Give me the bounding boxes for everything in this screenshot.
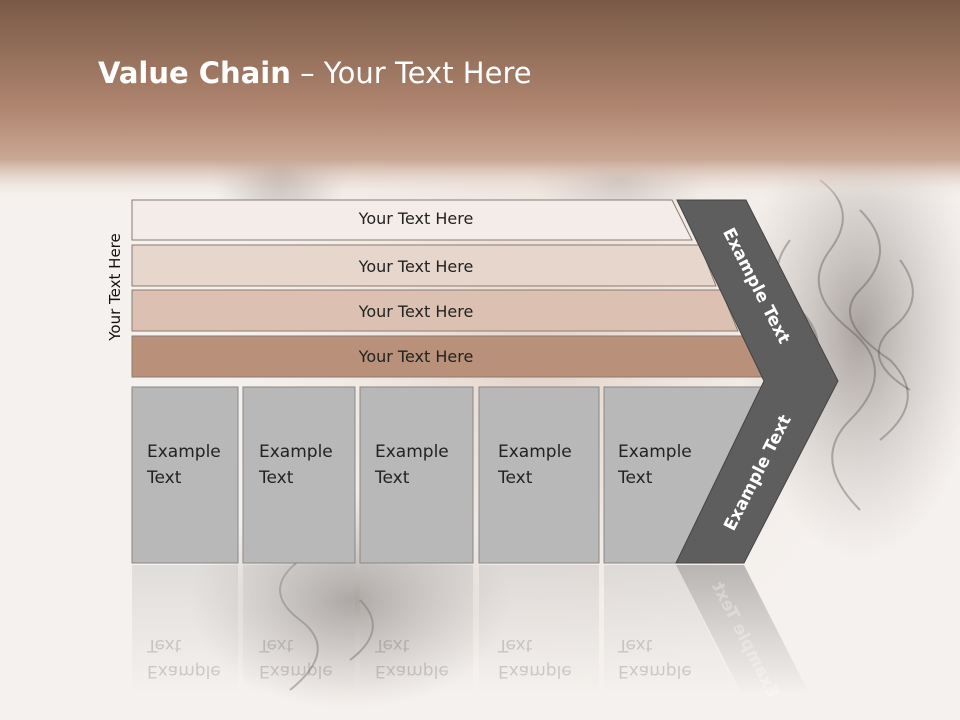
band-4-label: Your Text Here — [358, 347, 474, 366]
reflection-cell-5 — [604, 565, 740, 695]
reflection-cell-1 — [132, 565, 238, 695]
band-3-label: Your Text Here — [358, 302, 474, 321]
cell-5-reflection-line-1: Example — [618, 661, 692, 681]
reflection-cell-2 — [243, 565, 355, 695]
reflection-cell-4 — [479, 565, 599, 695]
cell-3-reflection-label: Example Text — [375, 632, 449, 684]
cell-5-reflection-line-2: Text — [618, 635, 653, 655]
title-rest: – Your Text Here — [290, 56, 532, 90]
band-3 — [131, 289, 739, 332]
cell-2-line-2: Text — [259, 468, 294, 488]
cell-1-line-2: Text — [147, 468, 182, 488]
band-2 — [131, 244, 717, 287]
cell-4-reflection-line-1: Example — [498, 661, 572, 681]
cell-1 — [131, 386, 239, 564]
cell-2-reflection-line-2: Text — [259, 635, 294, 655]
band-2-label: Your Text Here — [358, 257, 474, 276]
cell-3-line-2: Text — [375, 468, 410, 488]
title-bold: Value Chain — [98, 56, 291, 90]
cell-5-reflection-label: Example Text — [618, 632, 692, 684]
cell-1-reflection-line-2: Text — [147, 635, 182, 655]
cell-4 — [478, 386, 600, 564]
cell-3 — [359, 386, 474, 564]
cell-5-line-2: Text — [618, 468, 653, 488]
cell-4-line-2: Text — [498, 468, 533, 488]
cell-1-line-1: Example — [147, 442, 221, 462]
cell-5-line-1: Example — [618, 442, 692, 462]
cell-4-line-1: Example — [498, 442, 572, 462]
cell-4-reflection-label: Example Text — [498, 632, 572, 684]
band-1-label: Your Text Here — [358, 209, 474, 228]
cell-2 — [242, 386, 356, 564]
cell-2-line-1: Example — [259, 442, 333, 462]
band-1 — [131, 199, 693, 241]
cell-3-reflection-line-2: Text — [375, 635, 410, 655]
slide-title: Value Chain – Your Text Here — [98, 56, 532, 90]
cell-2-reflection-line-1: Example — [259, 661, 333, 681]
cell-4-reflection-line-2: Text — [498, 635, 533, 655]
reflection-cell-3 — [360, 565, 473, 695]
cell-1-reflection-label: Example Text — [147, 632, 221, 684]
cell-1-reflection-line-1: Example — [147, 661, 221, 681]
chevron-arrow — [675, 199, 839, 564]
reflection-chevron — [676, 565, 810, 695]
cell-3-reflection-line-1: Example — [375, 661, 449, 681]
cell-2-reflection-label: Example Text — [259, 632, 333, 684]
cell-3-line-1: Example — [375, 442, 449, 462]
